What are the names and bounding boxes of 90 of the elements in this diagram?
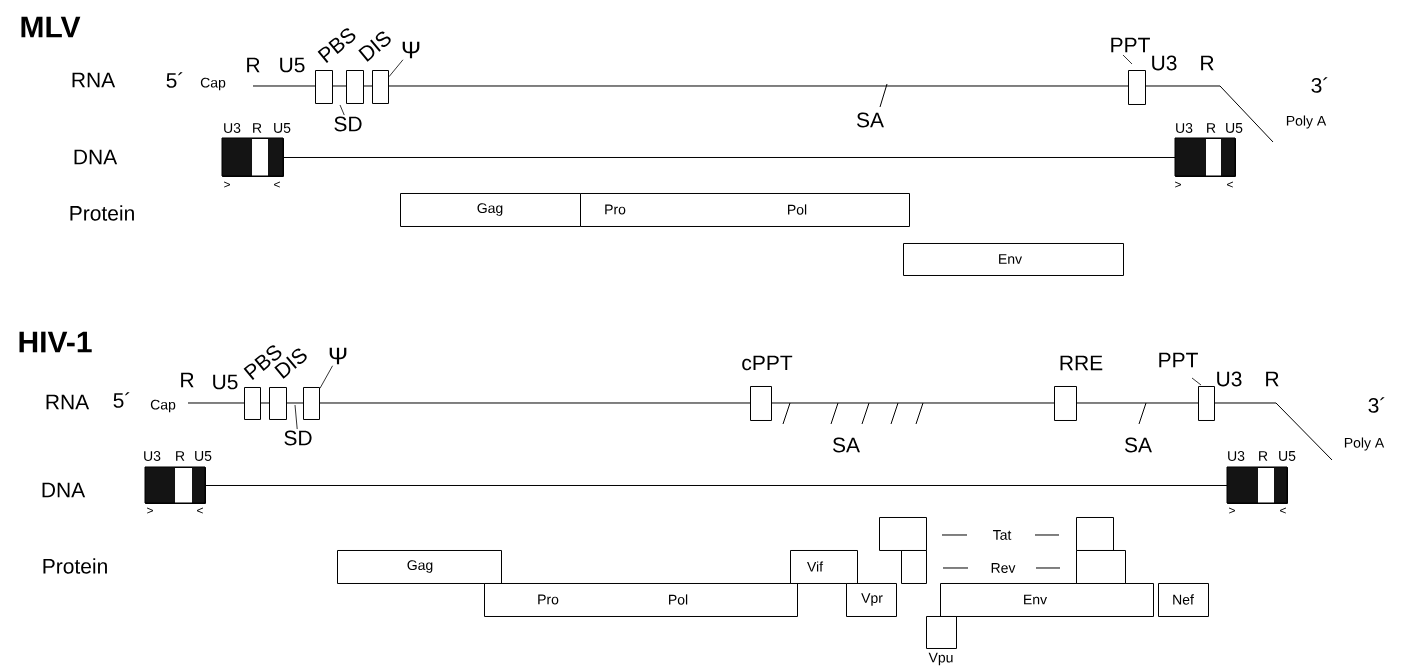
region-label: R (1201, 55, 1214, 71)
node-label: PPT (1159, 352, 1198, 368)
psi-label: Ψ (402, 41, 420, 59)
gene-label: Rev (942, 563, 1061, 573)
node-label: PPT (1111, 37, 1150, 53)
node-label: R (1259, 451, 1268, 461)
node-label: > (147, 507, 153, 514)
node-label: > (1175, 181, 1181, 188)
element-box: PPT (1111, 37, 1150, 105)
region-label: U3 (1152, 55, 1177, 71)
leader-line (388, 59, 404, 78)
exon-box (372, 70, 389, 104)
node-label: DIS (358, 31, 391, 62)
leader-line (294, 404, 298, 430)
node-label: U3 (1176, 123, 1193, 133)
node-label: U5 (1226, 123, 1243, 133)
element-box: cPPT (742, 355, 793, 421)
gene-box: Gag (337, 550, 502, 584)
dna-line (205, 485, 1228, 486)
gene-box: Env (903, 243, 1124, 276)
row-label: Protein (70, 205, 134, 221)
site-label: SA (1124, 437, 1152, 453)
site-label: SA (856, 112, 884, 128)
node-label: U3 (224, 123, 241, 133)
node-label: Vpu (928, 652, 953, 666)
element-box: RRE (1054, 355, 1103, 421)
node-label: < (274, 181, 280, 188)
region-label: U5 (280, 57, 305, 73)
site-label: SD (334, 116, 362, 132)
node-label: R (176, 451, 185, 461)
gene-box: Nef (1158, 583, 1209, 617)
element-box: PPT (1159, 352, 1215, 421)
exon-box (1076, 550, 1126, 584)
row-label: Protein (43, 558, 107, 574)
node-label: U5 (195, 451, 212, 461)
gene-box: Pro Pol (484, 583, 798, 617)
node-label: RRE (1060, 355, 1103, 371)
region-label: U5 (213, 374, 238, 390)
site-label: SD (284, 430, 312, 446)
exon-box (879, 517, 927, 551)
dna-line (283, 157, 1176, 158)
row-label: DNA (42, 482, 86, 498)
region-label: R (181, 372, 194, 388)
end-label: Cap (200, 77, 226, 91)
ltr-box: U3 R U5 > < (221, 123, 291, 188)
panel-title: HIV-1 (19, 331, 92, 353)
panel-title: MLV (21, 16, 81, 38)
node-label: < (197, 507, 203, 514)
node-label: U5 (274, 123, 291, 133)
region-label: R (1266, 371, 1279, 387)
ltr-box: U3 R U5 > < (1226, 451, 1296, 514)
end-label: Cap (150, 399, 176, 413)
gene-box: Vpu (926, 616, 957, 666)
leader-line (319, 365, 333, 389)
gene-box: Vif (790, 550, 858, 584)
gene-label: Tat (941, 530, 1060, 540)
region-label: R (247, 57, 260, 73)
end-label: 3´ (1311, 77, 1328, 93)
end-label: Poly A (1286, 115, 1327, 129)
gene-box: Gag (400, 193, 581, 227)
node-label: > (224, 181, 230, 188)
node-label: PBS (317, 28, 356, 63)
exon-box (901, 550, 927, 584)
node-label: R (253, 123, 262, 133)
end-label: Poly A (1344, 437, 1385, 451)
gene-box: Vpr (846, 583, 897, 617)
row-label: RNA (46, 394, 90, 410)
leader-line (339, 104, 345, 116)
node-label: < (1227, 181, 1233, 188)
gene-box: Pro Pol (580, 193, 910, 227)
node-label: U3 (144, 451, 161, 461)
ltr-box: U3 R U5 > < (144, 451, 212, 514)
end-label: 5´ (113, 392, 130, 408)
row-label: RNA (72, 72, 116, 88)
exon-box (1076, 517, 1114, 551)
end-label: 5´ (166, 72, 183, 88)
exon-box (303, 387, 320, 420)
site-label: SA (832, 437, 860, 453)
psi-label: Ψ (329, 347, 347, 365)
node-label: U3 (1228, 451, 1245, 461)
node-label: U5 (1279, 451, 1296, 461)
node-label: > (1229, 507, 1235, 514)
region-label: U3 (1217, 371, 1242, 387)
element-box: PBS (315, 28, 356, 104)
row-label: DNA (74, 149, 118, 165)
end-label: 3´ (1368, 397, 1385, 413)
node-label: R (1207, 123, 1216, 133)
node-label: cPPT (742, 355, 793, 371)
node-label: < (1280, 507, 1286, 514)
ltr-box: U3 R U5 > < (1174, 123, 1243, 188)
